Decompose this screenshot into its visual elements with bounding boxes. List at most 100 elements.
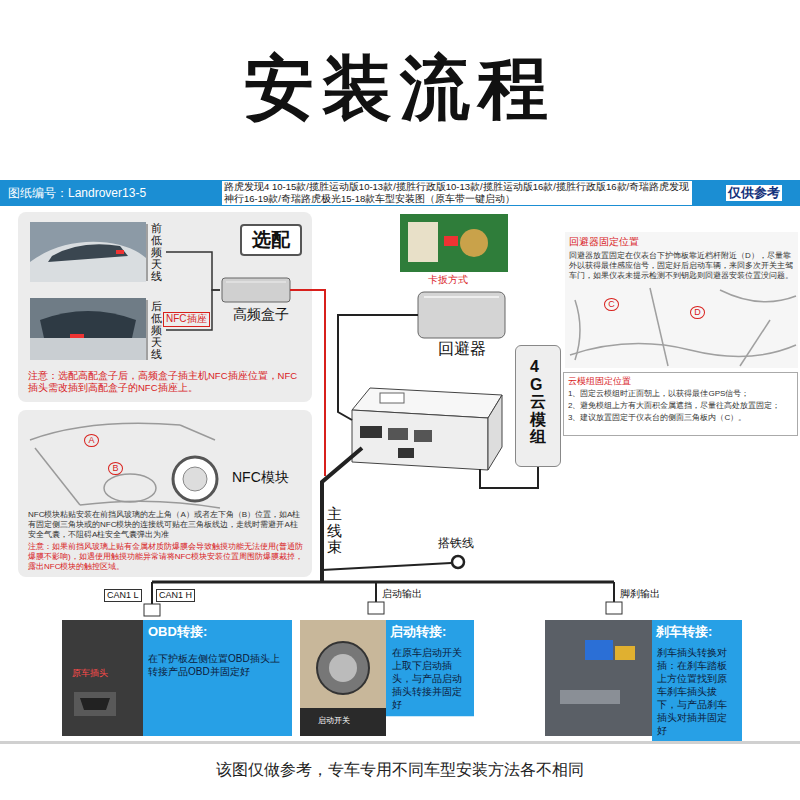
wiring-part <box>480 467 538 488</box>
wiring-part <box>606 602 622 614</box>
photo-label-wrap: 启动开关 <box>318 716 350 726</box>
brake-photo-part <box>652 620 742 742</box>
node-body: 路虎发现4 10-15款/揽胜运动版10-13款/揽胜行政版10-13款/揽胜运… <box>222 181 692 205</box>
antenna-photo-part <box>48 244 128 262</box>
callout-letter: C <box>604 298 619 311</box>
windshield-drawing-part <box>180 425 215 440</box>
node-body: 3、建议放置固定于仪表台的侧面三角板内（C）。 <box>568 413 793 423</box>
host-unit-part <box>488 395 502 470</box>
wiring-part <box>322 448 362 582</box>
obd-photo-part <box>74 692 116 716</box>
callout-letter-wrap: C <box>604 298 619 311</box>
wiring-part <box>144 604 160 616</box>
antenna-photo-part <box>30 222 146 282</box>
node-text: 刹车转接: <box>656 624 742 640</box>
header-band: 图纸编号：Landrover13-5路虎发现4 10-15款/揽胜运动版10-1… <box>0 180 800 206</box>
node-text: 注意：选配高配盒子后，高频盒子插主机NFC插座位置，NFC插头需改插到高配盒子的… <box>28 370 304 394</box>
interior-drawing-part <box>575 300 580 360</box>
node-body: 在原车启动开关上取下启动插头，与产品启动插头转接并固定好 <box>392 646 470 711</box>
clip-photo: 卡扳方式 <box>398 212 512 288</box>
socket-label: NFC插座 <box>163 312 210 327</box>
wiring <box>144 290 622 616</box>
interior-drawing-part <box>720 290 796 302</box>
nfc-module: NFC模块 <box>170 452 302 506</box>
hf-box-shape <box>222 278 290 302</box>
node-text: NFC模块粘贴安装在前挡风玻璃的左上角（A）或者左下角（B）位置，如A柱有固定侧… <box>28 510 304 540</box>
interior-drawing <box>570 288 796 366</box>
panel-ground-part <box>18 410 312 577</box>
callout-letter-wrap: A <box>84 434 99 447</box>
panel-ground-part <box>18 212 312 402</box>
antenna-photo-part <box>40 311 136 338</box>
nfc-icon-part <box>173 457 217 501</box>
connector-label-wrap: 脚刹输出 <box>620 588 660 601</box>
windshield-drawing-part <box>80 501 220 508</box>
bypass-box: 回避器 <box>414 290 510 362</box>
host-unit-part <box>360 426 382 438</box>
interior-drawing-part <box>650 288 668 366</box>
photo-label: 原车插头 <box>72 668 108 679</box>
harness-label: 主线束 <box>327 506 342 556</box>
clip-photo-art <box>400 214 508 272</box>
interior-drawing-part <box>740 320 770 366</box>
host-unit-part <box>398 448 414 458</box>
ground-label: 搭铁线 <box>438 536 474 551</box>
brake-photo-part <box>615 646 635 660</box>
title-wrap: 安装流程 <box>0 46 800 130</box>
connector-line <box>166 252 220 290</box>
brake-photo-part <box>560 690 620 704</box>
antenna-photo-part <box>30 242 146 282</box>
node-text: 启动转接: <box>390 624 474 640</box>
ground-label-wrap: 搭铁线 <box>438 536 474 551</box>
node-body: 1、固定云模组时正面朝上，以获得最佳GPS信号； <box>568 389 793 399</box>
node-text: 4G云模组 <box>530 358 546 446</box>
connector-label: CAN1 H <box>156 589 195 602</box>
obd-photo-part <box>62 620 143 736</box>
node-text: 回避器固定位置 <box>569 236 798 249</box>
antenna-photo-part <box>147 300 148 360</box>
nfc-icon <box>173 457 217 501</box>
connector-label-wrap: 启动输出 <box>382 588 422 601</box>
node-body: 仅供参考 <box>726 185 782 201</box>
node-body: 在下护板左侧位置OBD插头上转接产品OBD并固定好 <box>148 652 288 678</box>
socket-label-wrap: NFC插座 <box>163 312 210 327</box>
panel-ground-part <box>565 232 798 368</box>
node-body: 2、避免模组上方有大面积金属遮挡，尽量往高处放置固定； <box>568 401 793 411</box>
host-unit-part <box>352 410 488 470</box>
antenna-photo <box>30 222 147 360</box>
module-box: 4G云模组 <box>515 345 561 467</box>
bypass-box-shape <box>418 292 505 338</box>
wiring-part <box>375 582 377 602</box>
start-photo-part <box>329 654 357 682</box>
wiring-part <box>290 290 325 476</box>
host-unit-part <box>388 428 408 440</box>
node-text: 卡扳方式 <box>428 274 512 287</box>
node-text: 云模组固定位置 <box>568 376 797 387</box>
obd-photo <box>62 620 292 736</box>
hf-box: 高频盒子 <box>220 276 302 326</box>
connector-label: CAN1 L <box>104 589 142 602</box>
nfc-icon-part <box>183 467 207 491</box>
callout-letter-wrap: D <box>690 306 705 319</box>
bypass-box-shape-part <box>418 292 505 338</box>
obd-photo-part <box>143 620 292 736</box>
hf-box-shape-part <box>226 282 286 283</box>
callout-letter: D <box>690 306 705 319</box>
note-panel: 回避器固定位置回避器放置固定在仪表台下护饰板靠近档杆附近（D），尽量靠外以获得最… <box>565 232 798 368</box>
node-body: 注意：如果前挡风玻璃上贴有金属材质防爆膜会导致触摸功能无法使用(普通防爆膜不影响… <box>28 542 304 572</box>
option-box: 选配 <box>240 224 302 256</box>
wiring-part <box>151 582 153 604</box>
host-unit-part <box>414 430 432 442</box>
host-unit-part <box>380 393 404 403</box>
host-unit <box>352 388 502 470</box>
start-photo-part <box>300 708 386 736</box>
wiring-part <box>452 556 464 568</box>
wiring-part <box>368 602 384 614</box>
photo-label-wrap: 原车插头 <box>72 668 108 679</box>
clip-photo-art-part <box>400 214 508 272</box>
wiring-part <box>613 582 615 602</box>
antenna-photo-part <box>147 224 148 281</box>
interior-drawing-part <box>570 344 796 357</box>
divider-line <box>0 741 800 744</box>
harness-label-wrap: 主线束 <box>327 506 342 556</box>
